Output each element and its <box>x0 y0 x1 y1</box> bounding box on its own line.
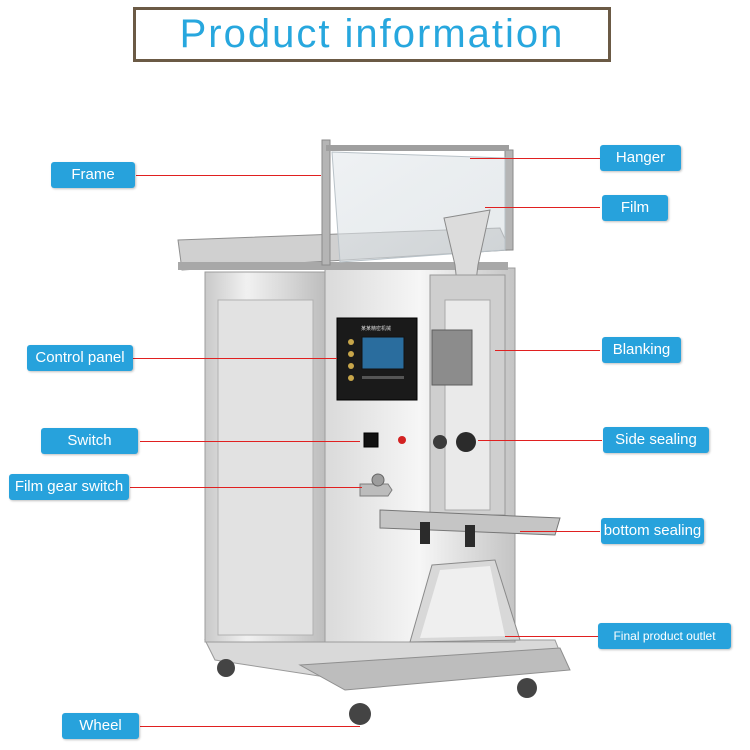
panel-button-1 <box>348 339 354 345</box>
label-wheel: Wheel <box>62 713 139 739</box>
film-gear-knob <box>371 473 385 487</box>
film-gear-lever <box>359 483 393 497</box>
label-film-gear-switch: Film gear switch <box>9 474 129 500</box>
power-switch-body <box>363 432 379 448</box>
page-title: Product information <box>179 12 565 56</box>
panel-button-4 <box>348 375 354 381</box>
indicator-light <box>398 436 406 444</box>
base-plate <box>204 639 571 691</box>
leader-final-product-outlet <box>505 636 600 637</box>
outlet-chute-inner <box>420 566 505 638</box>
side-sealer-wheel-right <box>433 435 447 449</box>
label-switch: Switch <box>41 428 138 454</box>
label-side-sealing: Side sealing <box>603 427 709 453</box>
bottom-sealer-clamp-2 <box>465 525 475 547</box>
leader-frame <box>136 175 321 176</box>
control-panel-caption: 某某精密机械 <box>361 325 391 332</box>
panel-button-3 <box>348 363 354 369</box>
title-box: Product information <box>133 7 611 62</box>
leader-switch <box>140 441 360 442</box>
leader-control-panel <box>133 358 337 359</box>
frame-top-bar <box>326 145 509 151</box>
wheels <box>217 659 537 725</box>
label-film: Film <box>602 195 668 221</box>
control-display <box>361 336 405 370</box>
panel-button-2 <box>348 351 354 357</box>
panel-keys-row <box>362 376 404 379</box>
leader-hanger <box>470 158 600 159</box>
frame-post-right <box>504 149 514 251</box>
leader-bottom-sealing <box>520 531 600 532</box>
label-bottom-sealing: bottom sealing <box>601 518 704 544</box>
label-blanking: Blanking <box>602 337 681 363</box>
bottom-sealer-clamp-1 <box>420 522 430 544</box>
leader-blanking <box>495 350 600 351</box>
sealing-mechanism <box>431 329 473 386</box>
leader-film <box>485 207 600 208</box>
label-final-product-outlet: Final product outlet <box>598 623 731 649</box>
label-control-panel: Control panel <box>27 345 133 371</box>
frame-post-left <box>321 139 331 266</box>
top-table-edge <box>178 262 508 270</box>
label-frame: Frame <box>51 162 135 188</box>
label-hanger: Hanger <box>600 145 681 171</box>
leader-side-sealing <box>478 440 602 441</box>
leader-wheel <box>140 726 360 727</box>
side-sealer-wheel-left <box>456 432 476 452</box>
left-door <box>217 299 314 636</box>
leader-film-gear-switch <box>130 487 362 488</box>
